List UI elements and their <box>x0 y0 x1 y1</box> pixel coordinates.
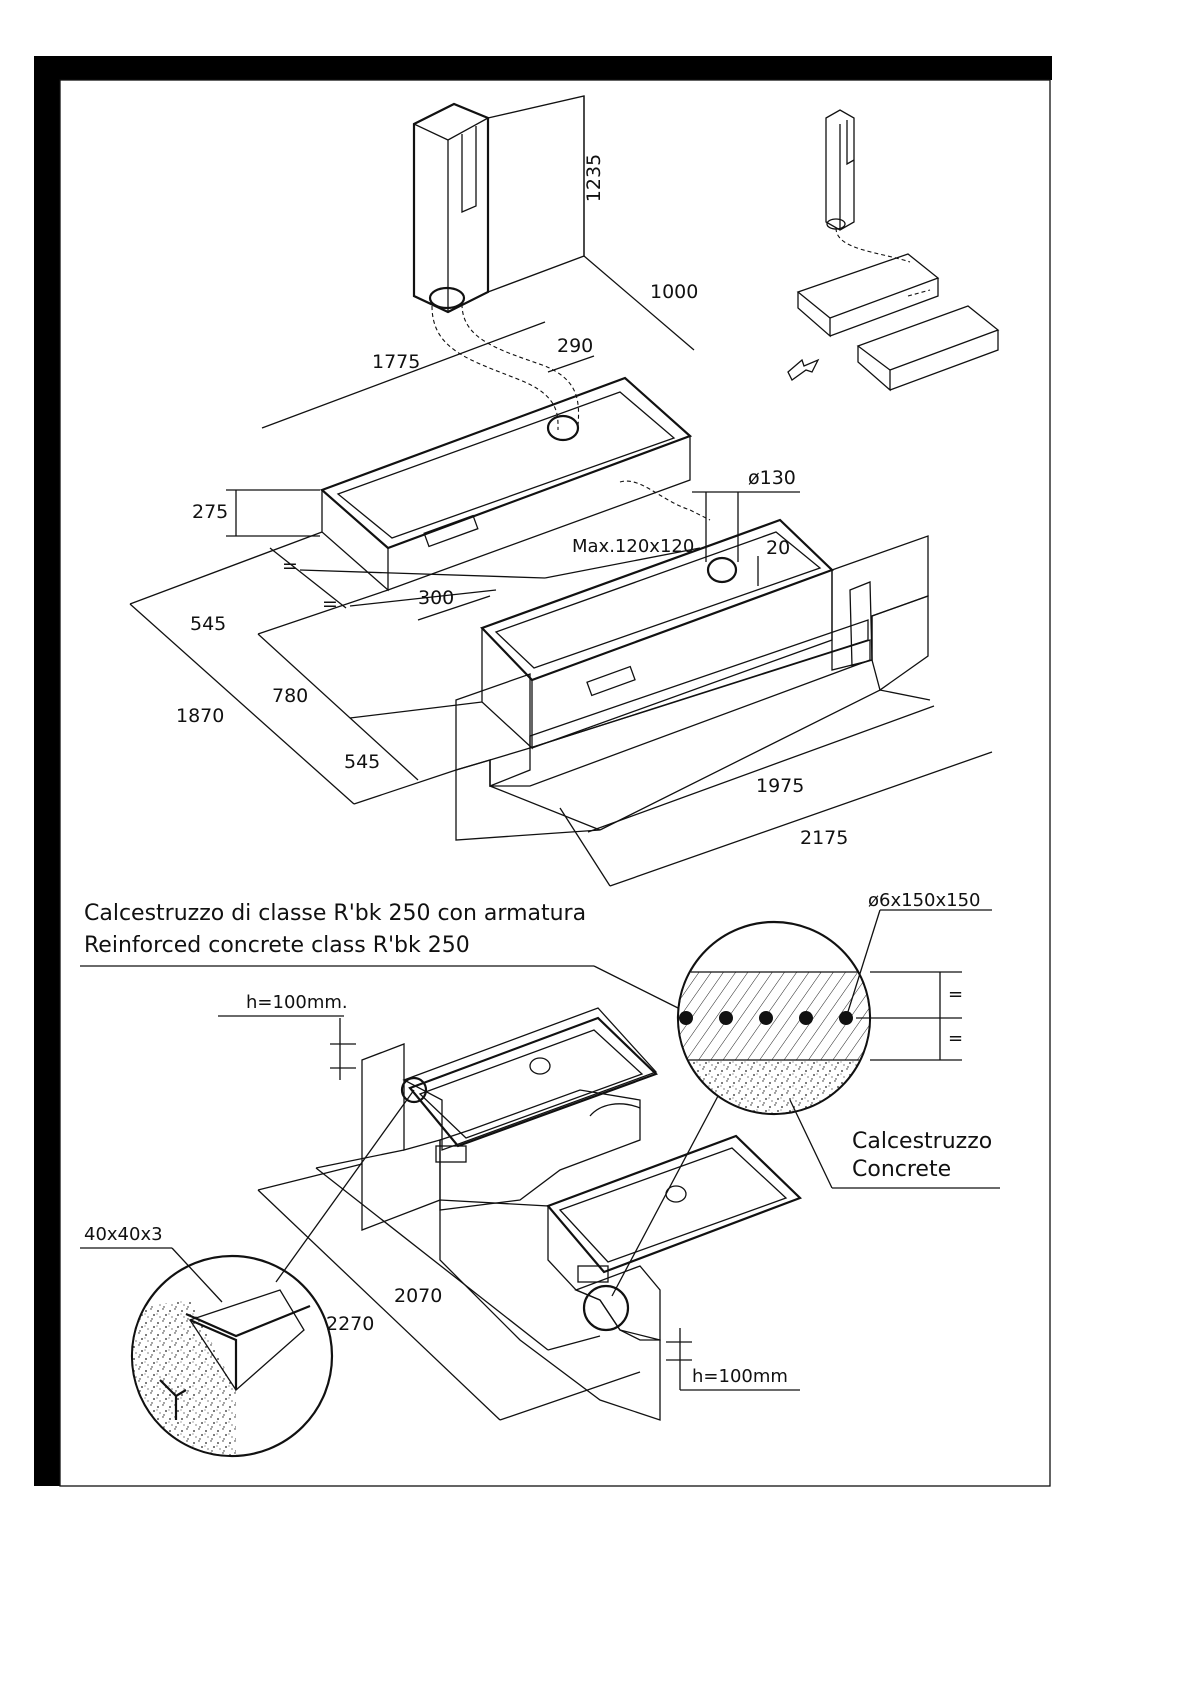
dim-1775: 1775 <box>372 351 420 373</box>
pipe-inlet-upper <box>548 416 578 440</box>
dim-300: 300 <box>418 587 454 609</box>
dim-2070: 2070 <box>394 1285 442 1307</box>
dimension-h-right: h=100mm <box>666 1328 800 1390</box>
label-concrete-it: Calcestruzzo <box>852 1129 992 1154</box>
equal-a: = <box>282 555 298 577</box>
binding-margin <box>34 56 60 1486</box>
label-concrete-en: Concrete <box>852 1157 951 1182</box>
dim-275: 275 <box>192 501 228 523</box>
equal-d: = <box>948 1028 963 1049</box>
dim-780: 780 <box>272 685 308 707</box>
pit-upper <box>322 378 690 590</box>
drain-grate-lower <box>587 667 635 696</box>
dimension-left-stack: 545 780 1870 545 <box>130 532 482 804</box>
dim-545-bottom: 545 <box>344 751 380 773</box>
dim-1870: 1870 <box>176 705 224 727</box>
direction-arrow-icon <box>788 360 818 380</box>
h-left: h=100mm. <box>246 992 348 1013</box>
dim-2175: 2175 <box>800 827 848 849</box>
profile-spec: 40x40x3 <box>84 1224 163 1245</box>
dimension-275: 275 <box>192 490 320 536</box>
dim-1000: 1000 <box>650 281 698 303</box>
dim-545-top: 545 <box>190 613 226 635</box>
title-band <box>34 56 1052 80</box>
dimension-1975-2175: 1975 2175 <box>560 706 992 886</box>
label-concrete-en-line1: Reinforced concrete class R'bk 250 <box>84 933 470 958</box>
dim-290: 290 <box>557 335 593 357</box>
drain-grate-upper <box>424 516 478 547</box>
dimension-1775: 1775 <box>262 322 545 428</box>
pit-lower-section <box>456 520 930 840</box>
dimension-1235: 1235 <box>583 96 605 256</box>
label-concrete-it-line1: Calcestruzzo di classe R'bk 250 con arma… <box>84 901 586 926</box>
post-column <box>414 96 584 312</box>
dim-130: ø130 <box>748 467 796 489</box>
angle-profile-detail: 40x40x3 <box>80 1090 414 1460</box>
dimension-h-left: h=100mm. <box>218 992 356 1080</box>
dimension-1000: 1000 <box>584 256 698 350</box>
dimension-2070-2270: 2070 2270 <box>258 1150 640 1420</box>
dimension-290: 290 <box>548 335 594 372</box>
rebar-detail: = = ø6x150x150 Calcestruzzo Concrete <box>676 890 1000 1188</box>
rebar-leader <box>612 1096 718 1296</box>
preview-assembly <box>788 110 998 390</box>
h-right: h=100mm <box>692 1366 788 1387</box>
dim-1975: 1975 <box>756 775 804 797</box>
rebar-spec: ø6x150x150 <box>868 890 980 911</box>
dimension-20: 20 <box>758 537 790 586</box>
dimension-300: = = 300 <box>270 548 545 620</box>
concrete-notes: Calcestruzzo di classe R'bk 250 con arma… <box>80 901 690 1014</box>
dim-2270: 2270 <box>326 1313 374 1335</box>
dim-1235: 1235 <box>583 154 605 202</box>
post-pipe-outlet <box>430 288 464 308</box>
dim-max-opening: Max.120x120 <box>572 536 694 557</box>
equal-c: = <box>948 984 963 1005</box>
pipe-inlet-lower <box>708 558 736 582</box>
